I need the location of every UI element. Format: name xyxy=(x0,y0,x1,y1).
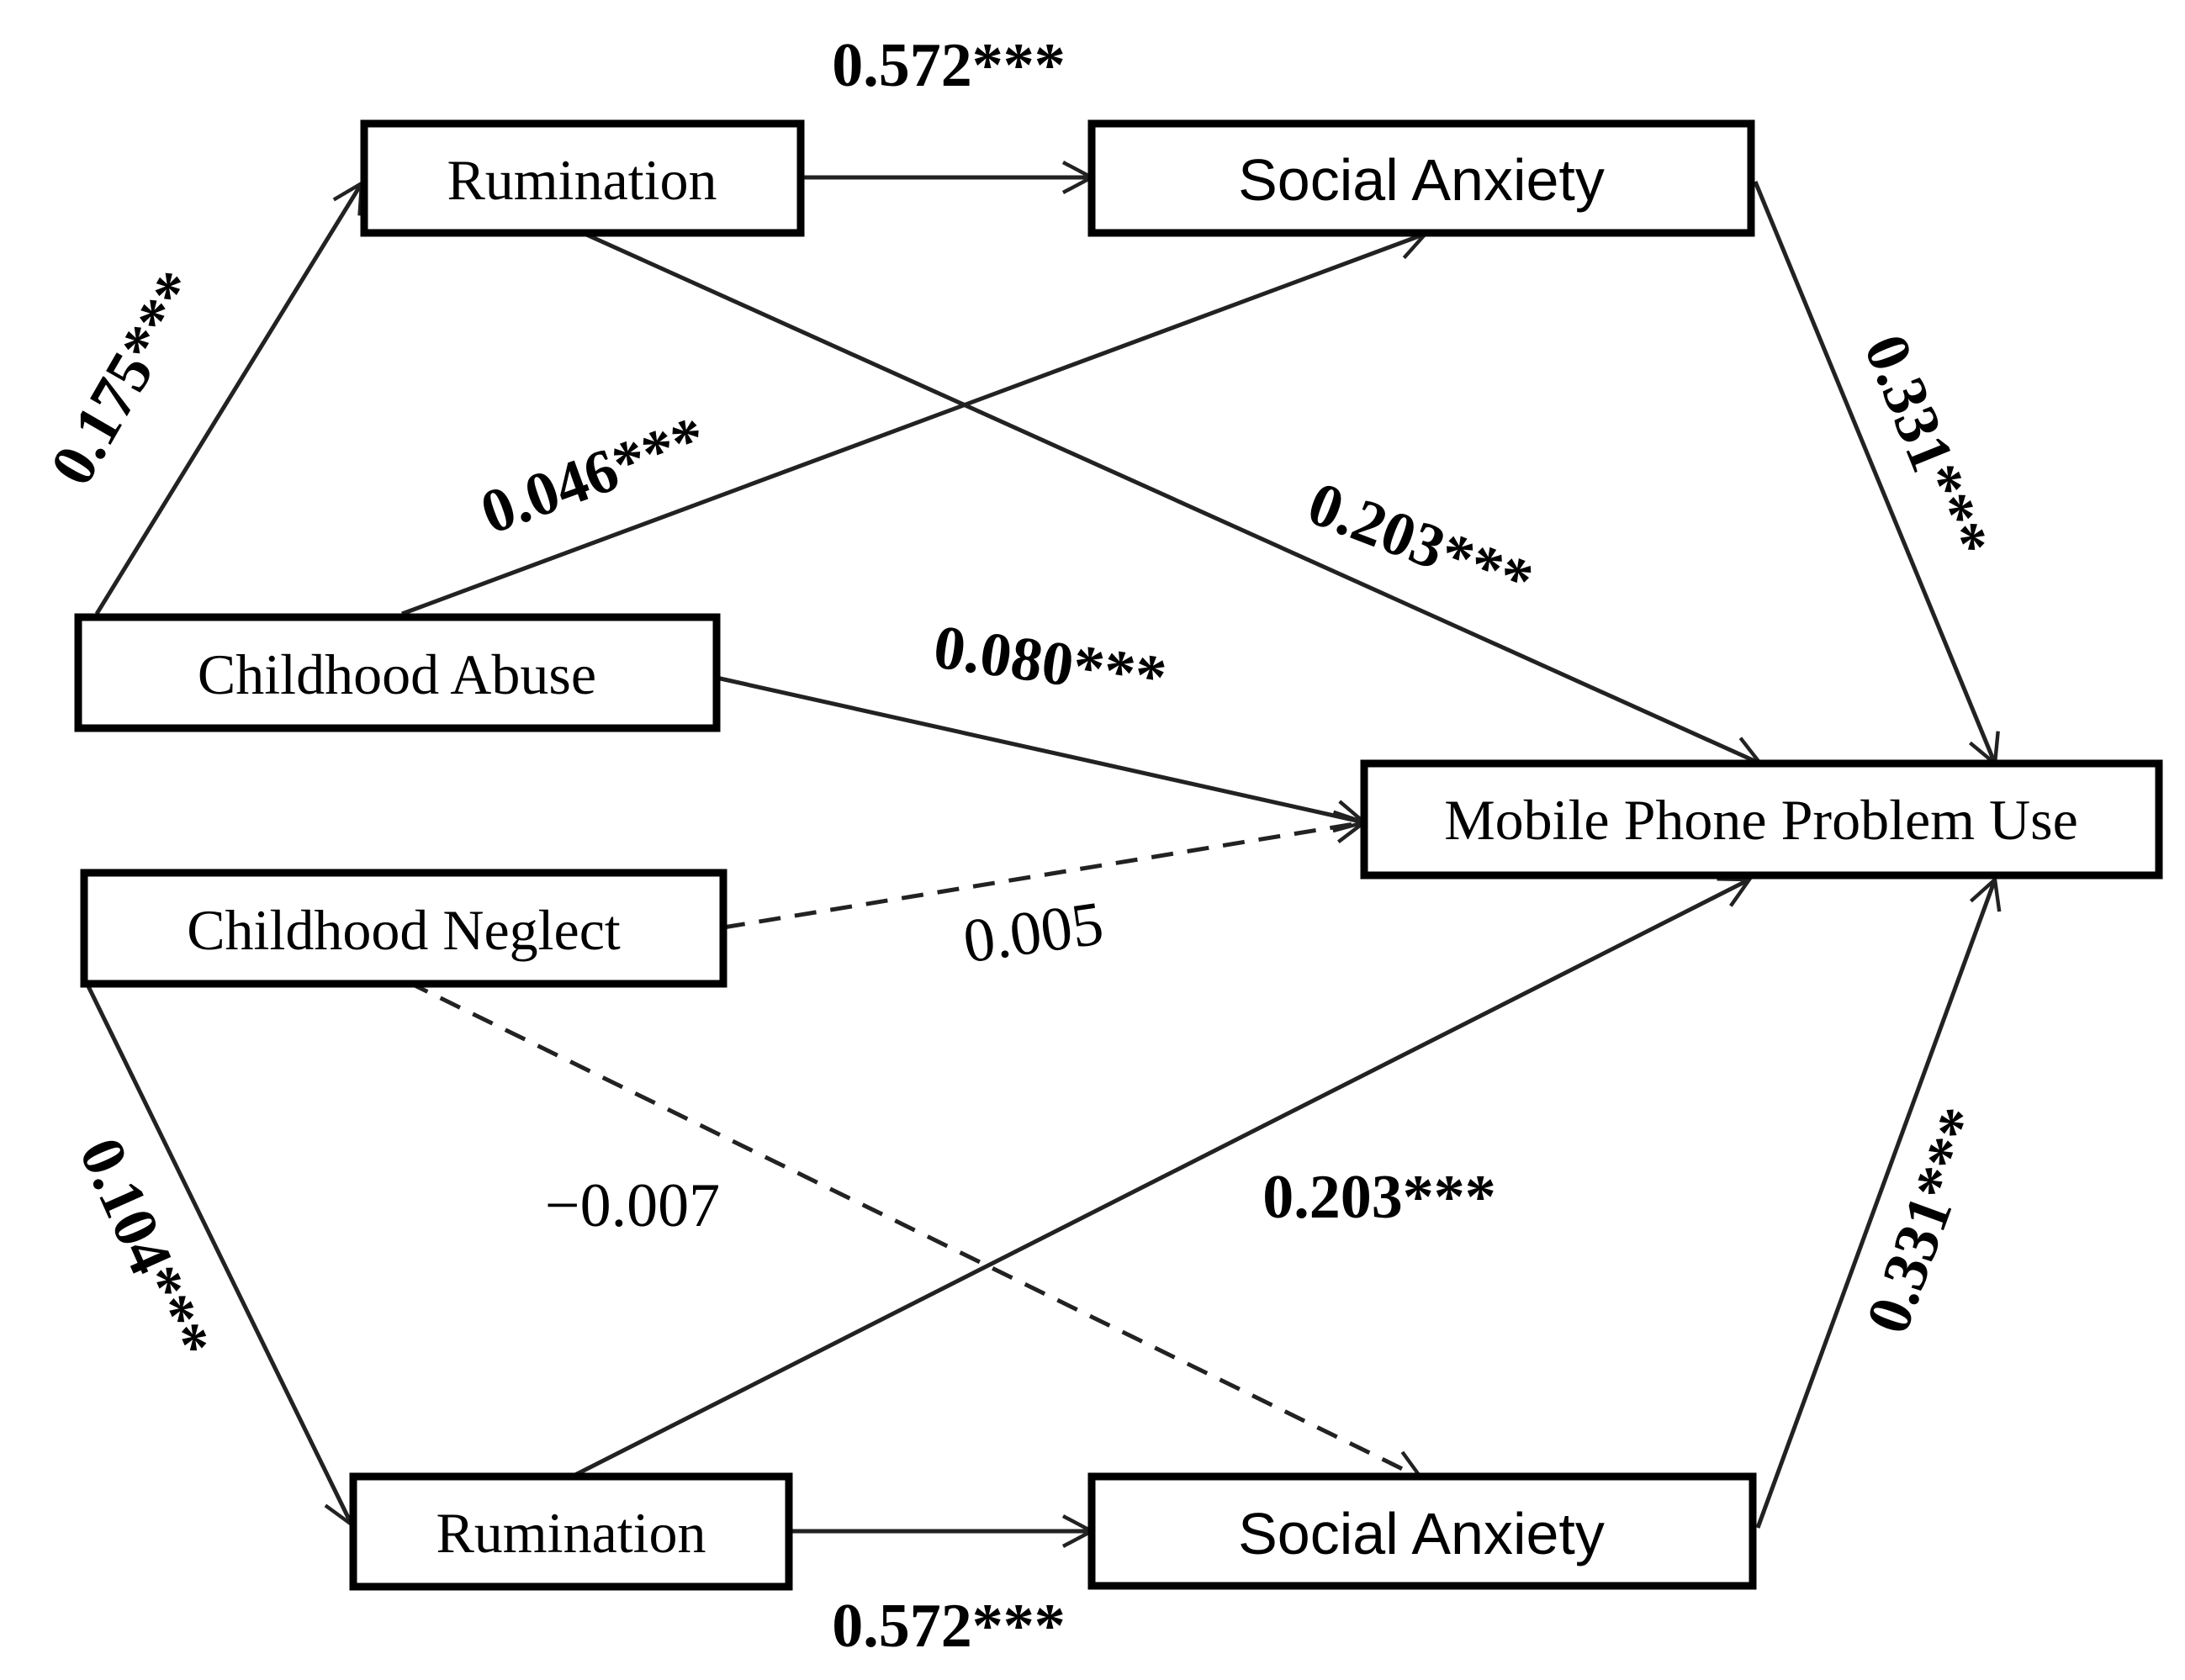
coef-neglect-to-mppu: 0.005 xyxy=(960,889,1108,976)
node-social-anxiety-bottom: Social Anxiety xyxy=(1087,1472,1757,1590)
coef-rumination-bottom-to-mppu: 0.203*** xyxy=(1262,1163,1496,1232)
node-label: Childhood Neglect xyxy=(187,898,621,962)
edge-social-anxiety-top-to-mppu xyxy=(1753,181,1995,763)
node-rumination-bottom: Rumination xyxy=(349,1472,793,1591)
edge-social-anxiety-bottom-to-mppu xyxy=(1755,880,1995,1529)
coef-neglect-to-social-anxiety: −0.007 xyxy=(545,1171,720,1240)
node-mobile-phone-problem-use: Mobile Phone Problem Use xyxy=(1360,759,2163,880)
node-social-anxiety-top: Social Anxiety xyxy=(1087,119,1755,237)
node-label: Childhood Abuse xyxy=(198,642,596,706)
coef-rumination-to-social-anxiety-top: 0.572*** xyxy=(832,31,1066,100)
node-label: Mobile Phone Problem Use xyxy=(1444,788,2078,852)
node-rumination-top: Rumination xyxy=(360,119,805,237)
node-label: Rumination xyxy=(436,1501,706,1565)
coef-social-anxiety-top-to-mppu: 0.331*** xyxy=(1850,325,2002,568)
coef-social-anxiety-bottom-to-mppu: 0.331*** xyxy=(1853,1099,1997,1342)
edge-abuse-to-social-anxiety xyxy=(401,234,1426,616)
coef-neglect-to-rumination: 0.104*** xyxy=(66,1128,224,1370)
coef-abuse-to-rumination: 0.175*** xyxy=(37,260,214,496)
edge-neglect-to-rumination xyxy=(86,985,352,1524)
node-label: Rumination xyxy=(447,148,717,212)
edge-rumination-top-to-mppu xyxy=(583,231,1760,763)
node-label: Social Anxiety xyxy=(1238,1501,1605,1566)
coef-rumination-to-social-anxiety-bottom: 0.572*** xyxy=(832,1592,1066,1661)
edge-abuse-to-mppu xyxy=(716,675,1364,822)
edge-abuse-to-rumination xyxy=(94,183,362,615)
edge-neglect-to-social-anxiety xyxy=(406,980,1421,1478)
coef-rumination-top-to-mppu: 0.203*** xyxy=(1299,469,1541,617)
node-label: Social Anxiety xyxy=(1238,147,1605,213)
edge-rumination-bottom-to-mppu xyxy=(572,880,1749,1478)
coef-abuse-to-social-anxiety: 0.046*** xyxy=(472,403,715,547)
node-childhood-abuse: Childhood Abuse xyxy=(74,613,721,732)
node-childhood-neglect: Childhood Neglect xyxy=(80,869,727,988)
coef-abuse-to-mppu: 0.080*** xyxy=(929,612,1170,713)
